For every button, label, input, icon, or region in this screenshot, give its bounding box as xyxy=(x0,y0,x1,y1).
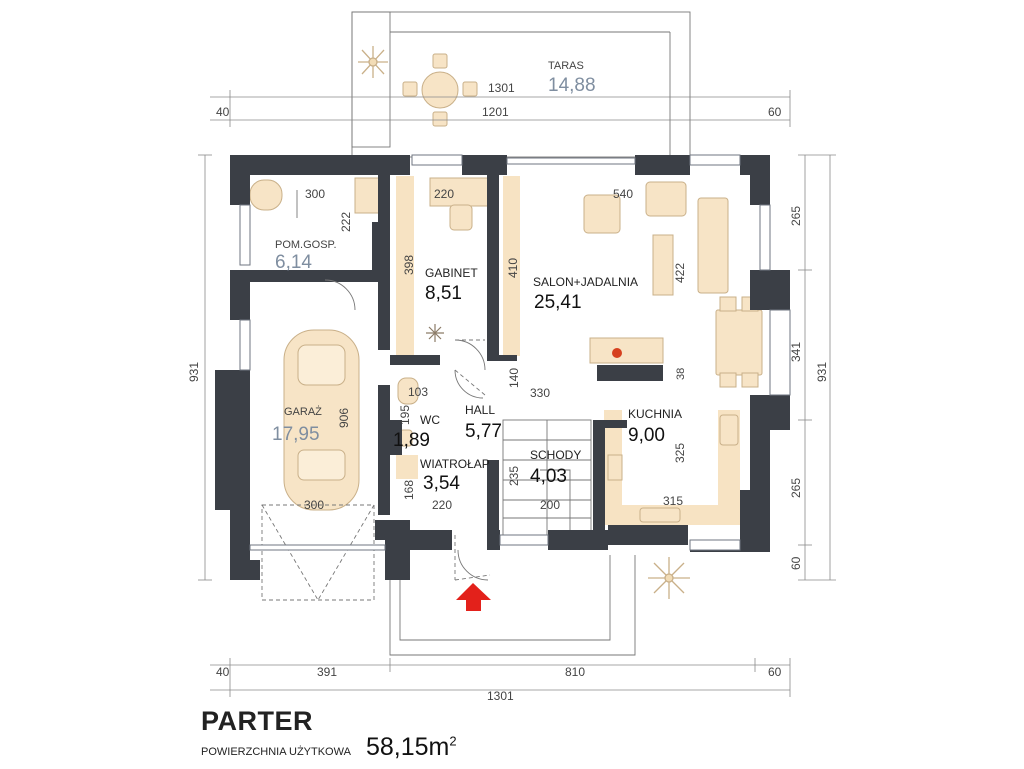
dim-330: 330 xyxy=(530,386,550,400)
floor-title: PARTER xyxy=(201,706,314,736)
entrance-plant-icon xyxy=(648,557,690,599)
room-area-schody: 4,03 xyxy=(530,466,567,487)
room-area-taras: 14,88 xyxy=(548,75,596,96)
room-area-hall: 5,77 xyxy=(465,421,502,442)
walls xyxy=(215,155,790,580)
dim-38: 38 xyxy=(675,368,687,380)
dim-right-265b: 265 xyxy=(789,478,803,498)
dim-right-60: 60 xyxy=(789,556,803,570)
dim-right-931: 931 xyxy=(815,362,829,382)
car-icon xyxy=(283,329,360,511)
total-usable-area: 58,15m2 xyxy=(366,733,457,762)
total-area-value: 58,15m xyxy=(366,733,450,761)
dim-220-gab: 220 xyxy=(434,187,454,201)
furniture xyxy=(249,177,763,523)
room-name-salon: SALON+JADALNIA xyxy=(533,275,638,289)
room-name-schody: SCHODY xyxy=(530,448,581,462)
room-name-kuchnia: KUCHNIA xyxy=(628,407,682,421)
dim-235: 235 xyxy=(507,466,521,486)
dim-410: 410 xyxy=(506,258,520,278)
dim-top-right: 60 xyxy=(768,105,782,119)
room-area-garaz: 17,95 xyxy=(272,424,320,445)
room-area-wiatrolap: 3,54 xyxy=(423,473,460,494)
room-area-pom-gosp: 6,14 xyxy=(275,252,312,273)
dim-906: 906 xyxy=(337,408,351,428)
room-area-kuchnia: 9,00 xyxy=(628,425,665,446)
dim-195: 195 xyxy=(398,405,412,425)
dim-top-1201: 1201 xyxy=(482,105,509,119)
room-area-gabinet: 8,51 xyxy=(425,283,462,304)
room-name-gabinet: GABINET xyxy=(425,266,478,280)
dim-bot-40: 40 xyxy=(216,665,230,679)
room-name-garaz: GARAŻ xyxy=(284,405,322,418)
terrace-table-icon xyxy=(402,53,478,127)
dashed-outlines xyxy=(261,339,491,601)
room-area-wc: 1,89 xyxy=(393,430,430,451)
dimension-lines xyxy=(198,90,836,697)
dim-300-pom: 300 xyxy=(305,187,325,201)
dim-bot-391: 391 xyxy=(317,665,337,679)
dim-140: 140 xyxy=(507,368,521,388)
dim-left-931: 931 xyxy=(187,362,201,382)
dim-540: 540 xyxy=(613,187,633,201)
dim-200: 200 xyxy=(540,498,560,512)
room-name-taras: TARAS xyxy=(548,60,584,72)
total-area-unit-exponent: 2 xyxy=(449,733,457,749)
dim-bot-60: 60 xyxy=(768,665,782,679)
gabinet-plant-icon xyxy=(426,324,444,342)
room-name-hall: HALL xyxy=(465,403,495,417)
dim-top-left: 40 xyxy=(216,105,230,119)
dim-bot-810: 810 xyxy=(565,665,585,679)
dim-103: 103 xyxy=(408,385,428,399)
dim-422: 422 xyxy=(673,263,687,283)
dim-300-gar: 300 xyxy=(304,498,324,512)
door-swings xyxy=(296,190,489,581)
terrace xyxy=(351,11,691,158)
dim-398: 398 xyxy=(402,255,416,275)
room-name-pom-gosp: POM.GOSP. xyxy=(275,239,337,251)
room-name-wc: WC xyxy=(420,413,440,427)
entrance-arrow-icon xyxy=(456,583,491,611)
dim-bot-1301: 1301 xyxy=(487,689,514,703)
room-area-salon: 25,41 xyxy=(534,292,582,313)
dim-325: 325 xyxy=(673,443,687,463)
dim-right-341: 341 xyxy=(789,342,803,362)
dim-right-265a: 265 xyxy=(789,206,803,226)
dim-315: 315 xyxy=(663,494,683,508)
dim-168: 168 xyxy=(402,480,416,500)
porch xyxy=(389,555,636,656)
room-name-wiatrolap: WIATROŁAP xyxy=(420,457,490,471)
windows xyxy=(239,154,791,551)
usable-area-label: POWIERZCHNIA UŻYTKOWA xyxy=(201,746,351,758)
dim-222: 222 xyxy=(339,212,353,232)
terrace-plant-icon xyxy=(358,46,388,78)
dim-220-wia: 220 xyxy=(432,498,452,512)
dim-top-1301: 1301 xyxy=(488,81,515,95)
